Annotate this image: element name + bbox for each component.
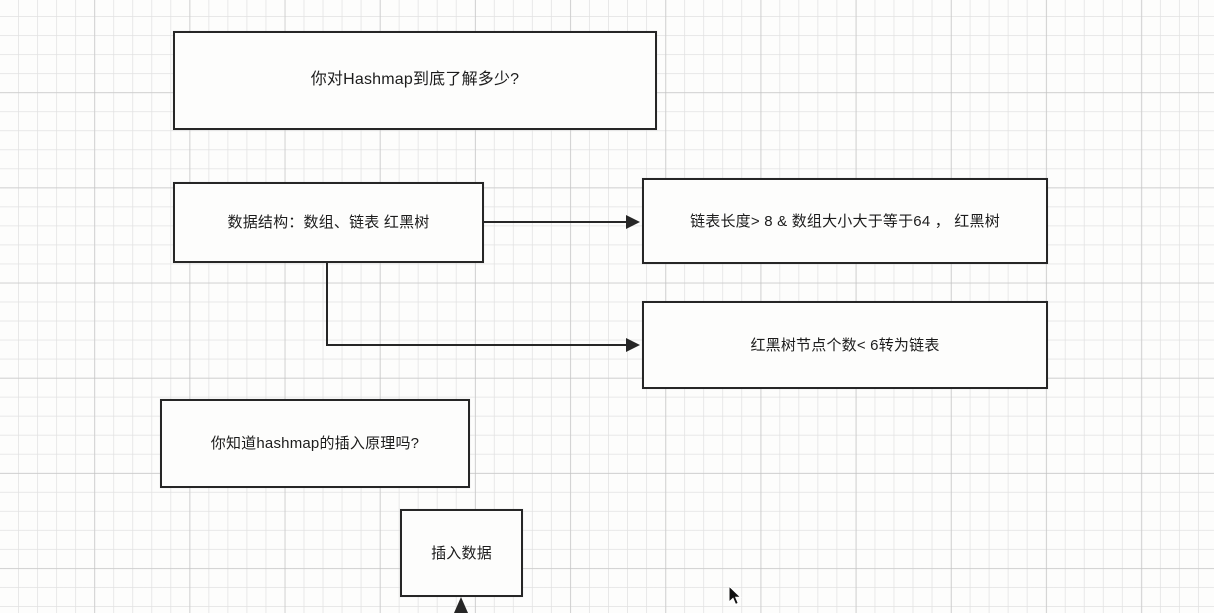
node-data-structure-label: 数据结构：数组、链表 红黑树 xyxy=(227,214,430,231)
node-data-structure[interactable]: 数据结构：数组、链表 红黑树 xyxy=(173,182,484,263)
edge-structure-to-untreeify xyxy=(326,263,640,352)
arrow-pointer-cursor xyxy=(729,586,742,606)
node-untreeify-condition[interactable]: 红黑树节点个数< 6转为链表 xyxy=(642,301,1048,389)
edge-structure-to-treeify xyxy=(484,215,640,229)
node-title-label: 你对Hashmap到底了解多少? xyxy=(310,71,520,89)
edge-into-insert-data xyxy=(454,597,468,613)
node-treeify-condition-label: 链表长度> 8 & 数组大小大于等于64 ， 红黑树 xyxy=(690,212,1000,230)
node-treeify-condition[interactable]: 链表长度> 8 & 数组大小大于等于64 ， 红黑树 xyxy=(642,178,1048,264)
node-untreeify-condition-label: 红黑树节点个数< 6转为链表 xyxy=(750,336,940,354)
node-insert-data-label: 插入数据 xyxy=(431,544,492,562)
node-insert-question-label: 你知道hashmap的插入原理吗? xyxy=(210,435,420,452)
node-title[interactable]: 你对Hashmap到底了解多少? xyxy=(173,31,657,130)
node-insert-data[interactable]: 插入数据 xyxy=(400,509,523,597)
node-insert-question[interactable]: 你知道hashmap的插入原理吗? xyxy=(160,399,470,488)
